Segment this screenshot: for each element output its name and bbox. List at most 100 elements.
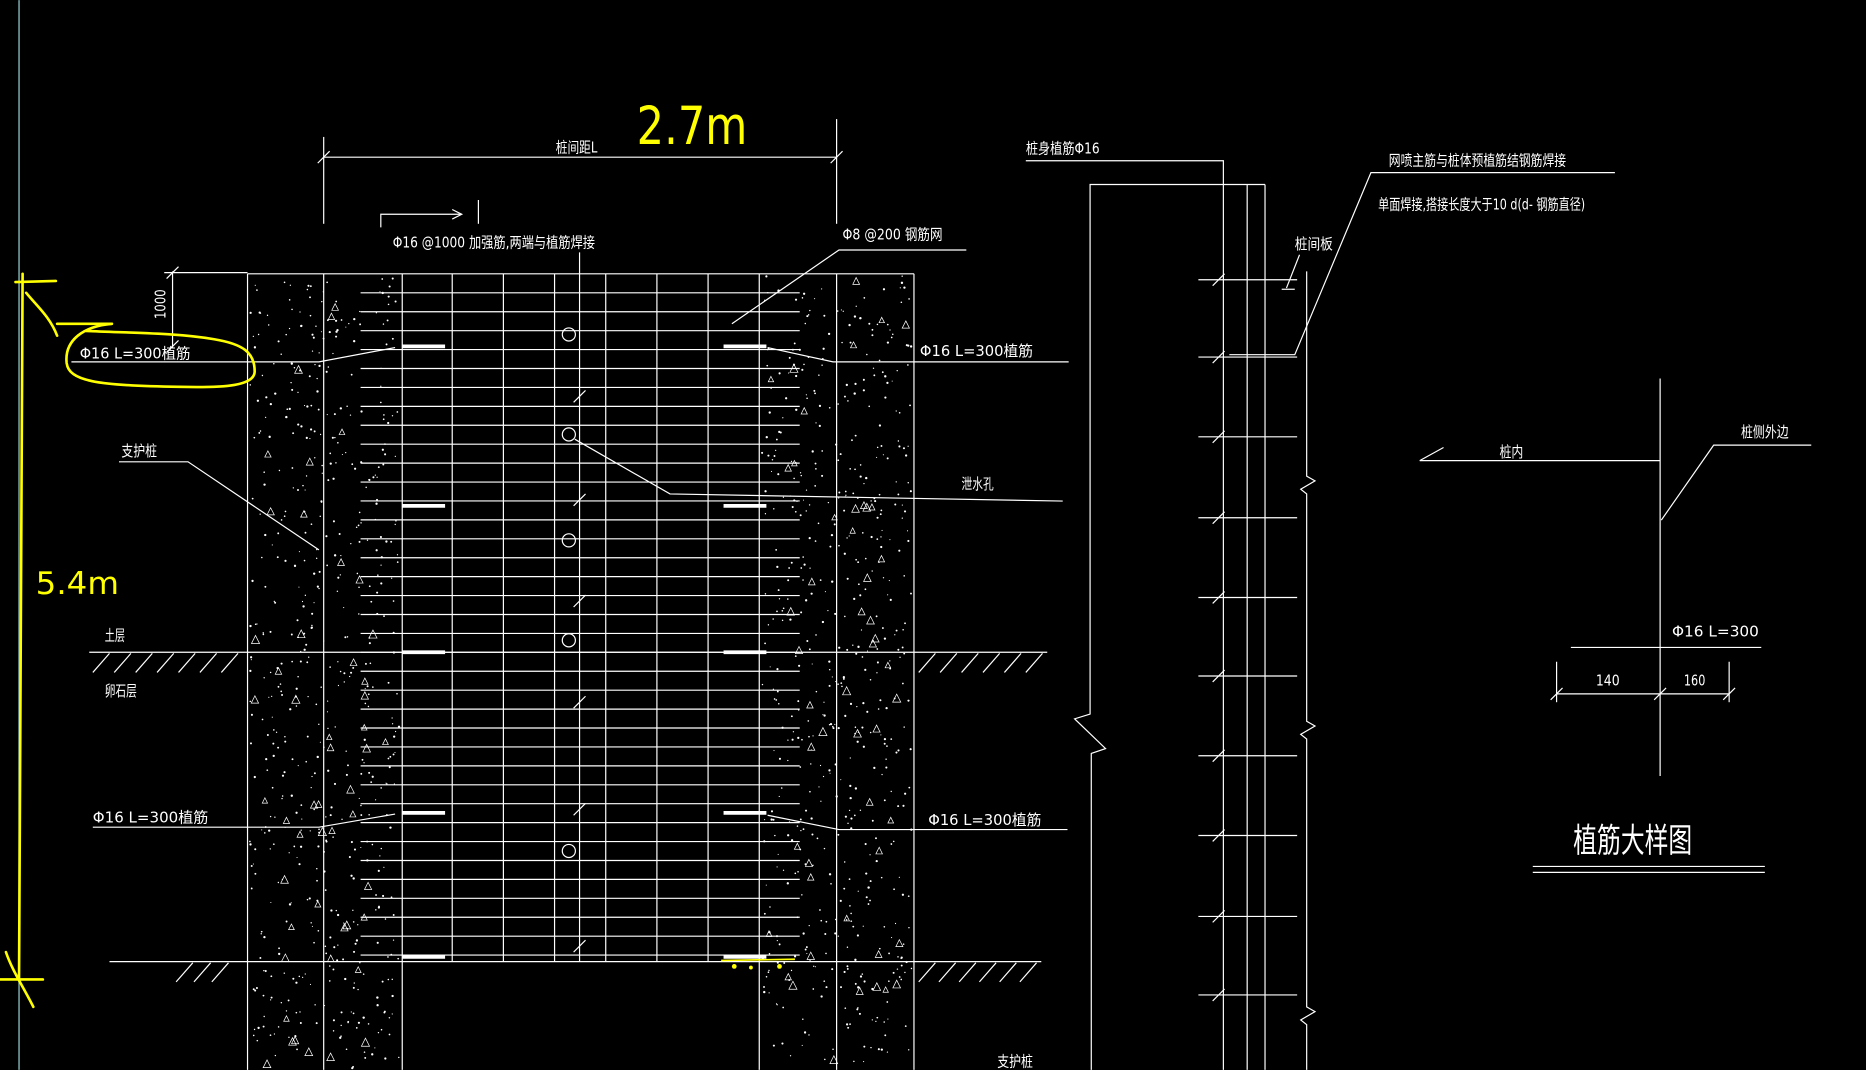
concrete-dot [319,741,321,743]
concrete-dot [358,586,360,589]
concrete-dot [875,859,878,863]
concrete-dot [846,648,849,651]
concrete-dot [798,664,801,667]
concrete-dot [840,779,842,781]
concrete-dot [332,477,335,480]
concrete-dot [900,301,903,304]
concrete-dot [281,797,283,800]
concrete-dot [854,958,857,962]
ground-hatch [982,653,1001,673]
concrete-dot [269,402,272,406]
concrete-dot [269,815,272,818]
concrete-dot [335,335,338,338]
concrete-dot [877,1048,880,1051]
detail-dimension-left: 140 [1596,672,1620,690]
concrete-dot [296,856,298,859]
concrete-dot [847,822,849,825]
leader-drain-hole [574,438,1063,502]
concrete-dot [878,493,881,496]
aggregate-mark [360,723,368,731]
concrete-dot [302,605,305,608]
concrete-dot [884,1034,887,1037]
concrete-dot [334,319,338,322]
concrete-dot [815,422,817,424]
concrete-dot [885,707,888,710]
concrete-dot [353,982,355,984]
concrete-dot [778,757,782,760]
concrete-dot [820,800,822,802]
markup-circle-around-label [65,322,256,389]
soil-layer-label: 土层 [105,626,125,644]
concrete-dot [763,990,766,994]
concrete-dot [878,424,882,427]
concrete-dot [904,971,906,974]
markup-dot [749,965,753,970]
concrete-dot [823,701,825,703]
concrete-dot [334,726,336,728]
concrete-dot [253,775,256,779]
concrete-dot [775,449,777,451]
aggregate-mark [857,607,866,616]
concrete-dot [882,288,886,291]
concrete-dot [876,648,879,650]
concrete-dot [834,723,836,726]
concrete-dot [329,452,332,455]
concrete-dot [343,922,345,924]
concrete-dot [303,559,306,562]
concrete-dot [802,579,804,581]
concrete-dot [333,554,337,557]
drain-hole [561,327,576,342]
concrete-dot [889,598,892,601]
concrete-dot [309,285,312,288]
aggregate-mark [882,986,889,993]
ground-hatch [961,653,979,673]
detail-inner-label: 桩内 [1499,443,1523,461]
concrete-dot [898,876,900,878]
concrete-dot [326,564,328,567]
concrete-dot [895,629,898,632]
concrete-dot [250,713,253,716]
concrete-dot [350,543,352,545]
concrete-dot [347,764,349,767]
aggregate-mark [895,938,904,947]
concrete-dot [376,1004,379,1007]
concrete-dot [300,425,303,428]
aggregate-mark [362,743,372,753]
concrete-dot [882,577,885,579]
concrete-dot [391,277,394,280]
concrete-dot [394,300,397,303]
concrete-dot [367,1023,370,1025]
detail-bar-label: Φ16 L=300 [1672,623,1759,641]
concrete-dot [837,833,840,836]
concrete-dot [862,745,865,748]
concrete-dot [384,453,387,456]
drain-hole [561,843,576,859]
concrete-dot [830,533,834,537]
concrete-dot [786,882,789,885]
concrete-dot [822,714,824,716]
concrete-dot [357,524,360,527]
concrete-dot [862,925,864,927]
aggregate-mark [300,509,308,518]
concrete-dot [812,864,814,867]
aggregate-mark [261,796,269,804]
concrete-dot [317,930,320,932]
concrete-dot [279,683,282,685]
concrete-dot [317,845,320,848]
concrete-dot [856,706,858,708]
concrete-dot [857,1007,859,1009]
concrete-dot [898,445,901,448]
concrete-dot [318,587,320,590]
ground-hatch [938,962,957,983]
aggregate-mark [866,615,875,625]
concrete-dot [368,585,371,588]
concrete-dot [799,472,802,474]
concrete-dot [338,533,341,536]
concrete-dot [363,738,366,741]
concrete-dot [907,539,910,543]
concrete-dot [909,404,911,407]
concrete-dot [305,760,307,763]
concrete-dot [802,932,805,935]
concrete-dot [907,344,910,347]
